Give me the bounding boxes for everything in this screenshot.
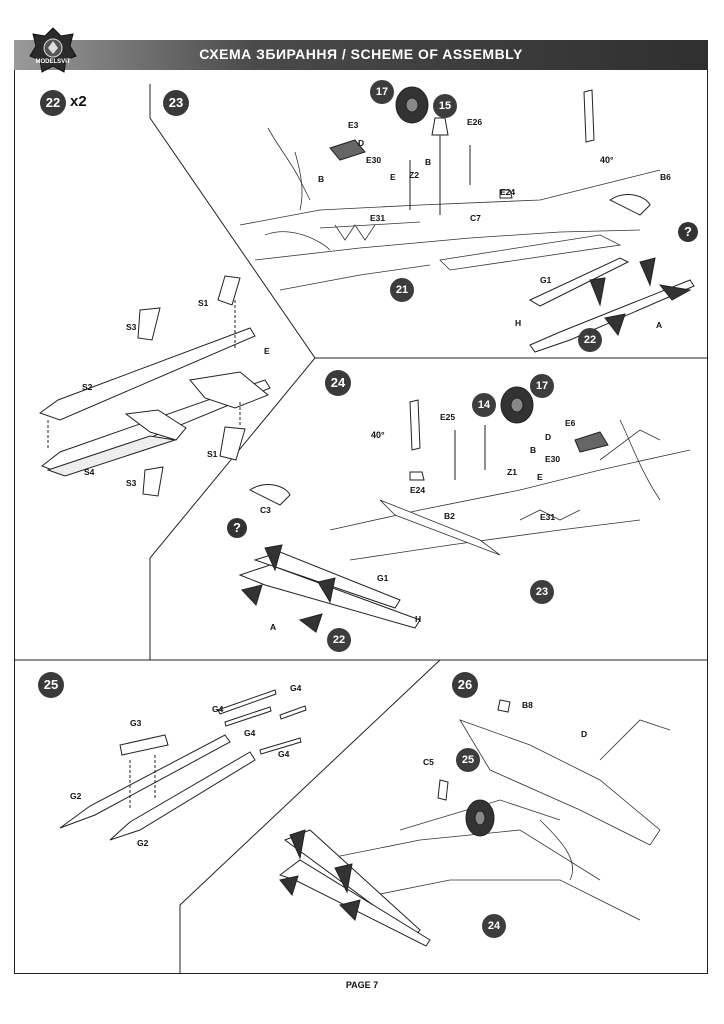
step-23-badge: 23 — [163, 90, 189, 116]
part-label: B8 — [522, 700, 533, 710]
part-label: G1 — [540, 275, 552, 285]
part-label: S2 — [82, 382, 93, 392]
part-label: G1 — [377, 573, 389, 583]
part-label: E — [264, 346, 270, 356]
part-label: G4 — [244, 728, 256, 738]
angle-label: 40° — [371, 430, 385, 440]
part-label: G4 — [290, 683, 302, 693]
step-25-badge: 25 — [38, 672, 64, 698]
part-label: S1 — [207, 449, 218, 459]
aircraft-underside-23 — [239, 127, 661, 291]
step-22-badge: 22 — [40, 90, 66, 116]
part-label: B6 — [660, 172, 671, 182]
page-title: СХЕМА ЗБИРАННЯ / SCHEME OF ASSEMBLY — [199, 46, 523, 62]
ref-badge: 22 — [327, 628, 351, 652]
aircraft-underside-24 — [329, 419, 691, 561]
ref-badge: 21 — [390, 278, 414, 302]
page-number: PAGE 7 — [345, 980, 379, 990]
part-label: S4 — [84, 467, 95, 477]
logo-emblem-icon — [29, 27, 77, 73]
part-label: G4 — [278, 749, 290, 759]
wheel-parts-24 — [238, 386, 609, 633]
part-label: S3 — [126, 478, 137, 488]
part-label: E24 — [500, 187, 516, 197]
part-label: G4 — [212, 704, 224, 714]
part-label: S3 — [126, 322, 137, 332]
part-label: A — [270, 622, 277, 632]
part-label: S1 — [198, 298, 209, 308]
aircraft-underside-26 — [319, 719, 671, 921]
question-mark-icon: ? — [678, 222, 698, 242]
part-label: G2 — [137, 838, 149, 848]
brand-logo: MODELSVIT — [28, 26, 78, 76]
part-label: E31 — [540, 512, 556, 522]
part-label: E — [537, 472, 543, 482]
step-22-multiplier: x2 — [70, 93, 87, 110]
part-label: B — [318, 174, 325, 184]
part-label: E24 — [410, 485, 426, 495]
part-label: E3 — [348, 120, 359, 130]
part-label: B — [425, 157, 432, 167]
part-label: A — [656, 320, 663, 330]
step-24-badge: 24 — [325, 370, 351, 396]
logo-text: MODELSVIT — [35, 59, 71, 65]
part-label: D — [581, 729, 588, 739]
ref-badge: 22 — [578, 328, 602, 352]
part-label: D — [545, 432, 552, 442]
header-bar: СХЕМА ЗБИРАННЯ / SCHEME OF ASSEMBLY — [14, 40, 708, 70]
part-label: E6 — [565, 418, 576, 428]
divider-line — [179, 659, 441, 974]
wheel-parts-23 — [329, 86, 695, 353]
part-label: E30 — [366, 155, 382, 165]
ref-badge: 25 — [456, 748, 480, 772]
part-label: H — [515, 318, 522, 328]
missile-26 — [278, 699, 511, 947]
part-label: Z2 — [409, 170, 419, 180]
missile-s-parts — [38, 275, 271, 497]
part-label: C5 — [423, 757, 434, 767]
part-label: C3 — [260, 505, 271, 515]
ref-badge: 15 — [433, 94, 457, 118]
question-mark-icon: ? — [227, 518, 247, 538]
angle-label: 40° — [600, 155, 614, 165]
ref-badge: 23 — [530, 580, 554, 604]
part-label: G2 — [70, 791, 82, 801]
part-label: G3 — [130, 718, 142, 728]
ref-badge: 17 — [370, 80, 394, 104]
ref-badge: 14 — [472, 393, 496, 417]
part-label: C7 — [470, 213, 481, 223]
missile-g-parts — [59, 689, 307, 841]
part-label: D — [358, 138, 365, 148]
part-label: E26 — [467, 117, 483, 127]
part-label: B2 — [444, 511, 455, 521]
part-label: E30 — [545, 454, 561, 464]
step-26-badge: 26 — [452, 672, 478, 698]
part-label: E31 — [370, 213, 386, 223]
part-label: E25 — [440, 412, 456, 422]
part-label: E — [390, 172, 396, 182]
part-label: H — [415, 614, 422, 624]
part-label: B — [530, 445, 537, 455]
ref-badge: 24 — [482, 914, 506, 938]
ref-badge: 17 — [530, 374, 554, 398]
part-label: Z1 — [507, 467, 517, 477]
